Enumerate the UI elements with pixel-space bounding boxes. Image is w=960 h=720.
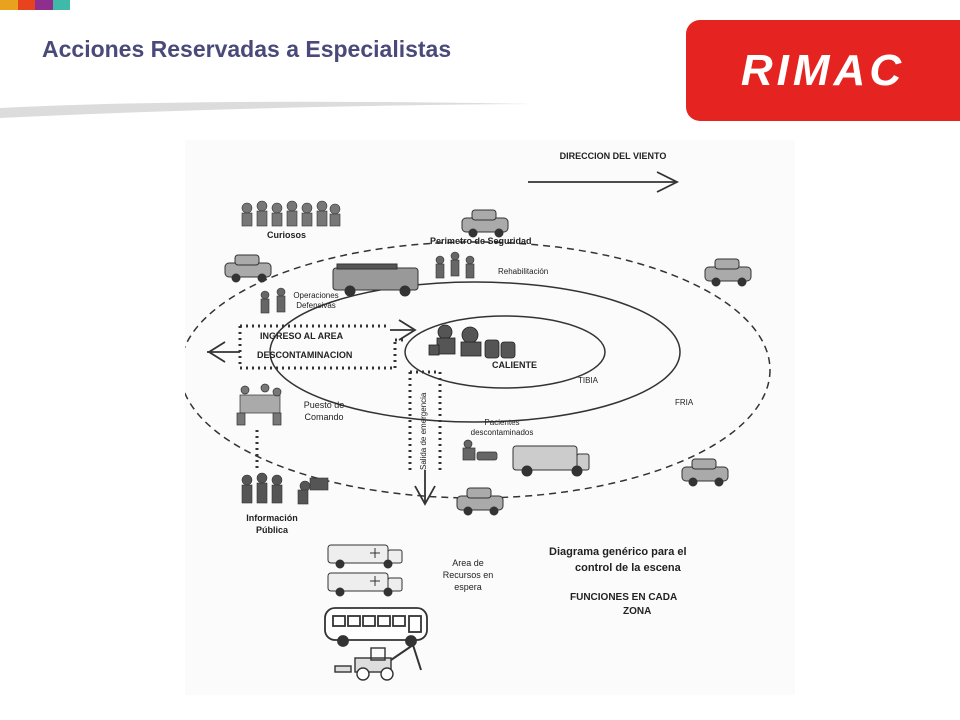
warm-zone-ellipse [269, 281, 681, 423]
decon-exit-arrow [207, 341, 240, 363]
defensive-ops-label: Operaciones Defensivas [293, 291, 339, 310]
police-car-icon [456, 487, 504, 516]
crowd-icon [241, 200, 341, 227]
rehabilitation-label: Rehabilitación [498, 267, 549, 276]
emergency-exit-arrow [414, 470, 436, 506]
hazmat-cluster-icon [428, 324, 516, 359]
wind-arrow [528, 171, 680, 193]
police-car-icon [461, 209, 509, 238]
caption-line-1: Diagrama genérico para el [549, 546, 687, 558]
wind-direction-label: DIRECCION DEL VIENTO [559, 151, 667, 161]
emergency-exit-label: Salida de emergencia [419, 392, 428, 470]
staging-area-label: Area de Recursos en espera [442, 558, 494, 592]
hot-zone-ellipse [404, 315, 606, 389]
patients-label: Pacientes descontaminados [470, 418, 534, 437]
public-info-people-icon [241, 472, 283, 504]
perimeter-ellipse [185, 241, 771, 499]
ingress-arrow [390, 319, 417, 341]
staging-ambulance-icon [327, 572, 403, 597]
bus-icon [324, 607, 428, 647]
accent-teal [52, 0, 70, 10]
accent-purple [35, 0, 53, 10]
functions-line-2: ZONA [623, 606, 652, 617]
defensive-ops-icon [260, 287, 286, 314]
title-swoosh [0, 101, 530, 118]
rescuers-icon [435, 251, 475, 279]
backhoe-icon [334, 644, 422, 681]
cold-zone-label: FRIA [675, 398, 694, 407]
diagram-drawing [185, 171, 771, 681]
ingress-label: INGRESO AL AREA [260, 331, 344, 341]
accent-bar [0, 0, 70, 10]
patients-icon [462, 439, 498, 461]
rimac-logo: RIMAC [686, 20, 960, 121]
police-car-icon [224, 254, 272, 283]
functions-line-1: FUNCIONES EN CADA [570, 592, 678, 603]
police-car-icon [704, 258, 752, 287]
fire-truck-icon [332, 263, 419, 297]
hot-zone-label: CALIENTE [492, 360, 537, 370]
ambulance-icon [512, 445, 590, 477]
command-post-label: Puesto de Comando [303, 400, 345, 422]
emergency-exit-corridor [408, 370, 442, 470]
command-post-icon [236, 383, 282, 426]
staging-ambulance-icon [327, 544, 403, 569]
warm-zone-label: TIBIA [578, 376, 599, 385]
perimeter-label: Perimetro de Seguridad [430, 236, 532, 246]
camera-operator-icon [297, 477, 329, 505]
scene-control-diagram: DIRECCION DEL VIENTO Curiosos Perimetro … [185, 140, 795, 695]
caption-line-2: control de la escena [575, 562, 681, 574]
decontamination-label: DESCONTAMINACION [257, 350, 353, 360]
accent-red [17, 0, 35, 10]
curiosos-label: Curiosos [267, 230, 307, 240]
public-info-label: Información Pública [246, 513, 298, 535]
slide-title: Acciones Reservadas a Especialistas [42, 36, 452, 62]
police-car-icon [681, 458, 729, 487]
rimac-logo-text: RIMAC [740, 45, 906, 95]
accent-orange [0, 0, 18, 10]
decon-corridor [238, 324, 405, 370]
